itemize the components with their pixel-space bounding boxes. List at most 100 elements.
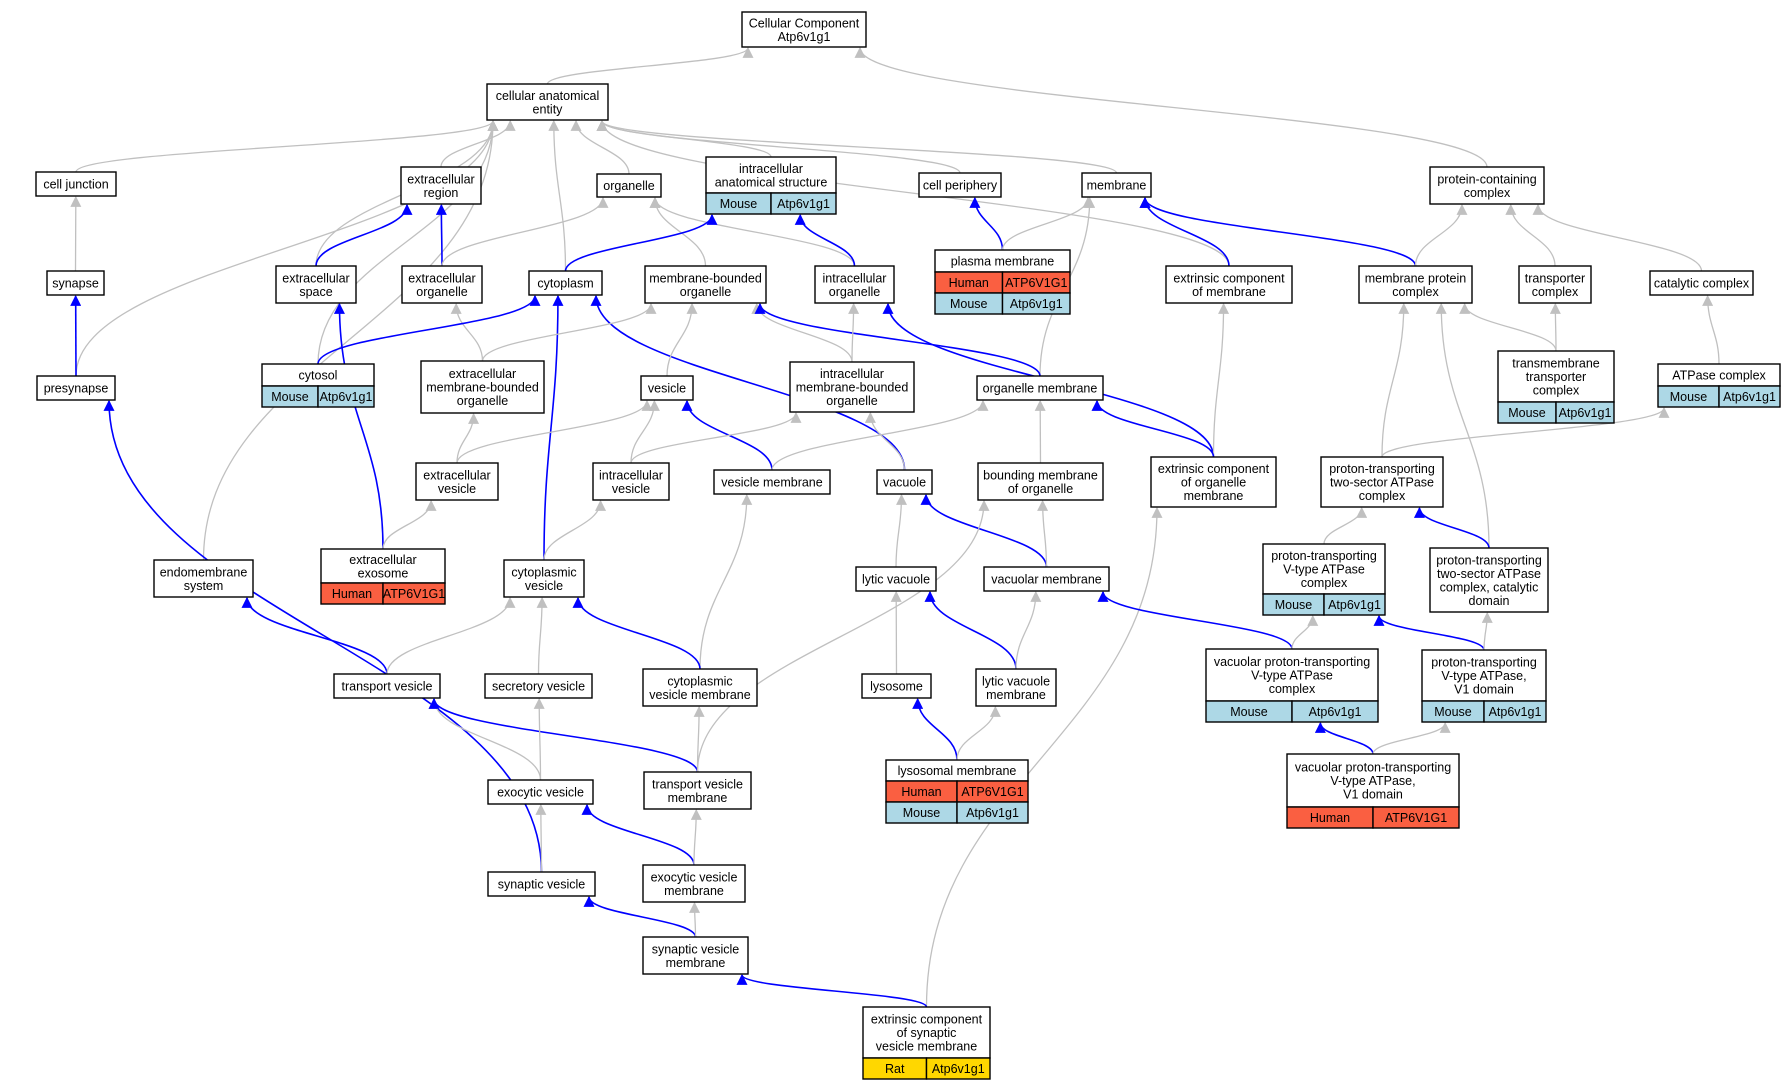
edge-transporter-to-pcc <box>1505 203 1556 267</box>
go-term-node-celljunction[interactable]: cell junction <box>35 171 117 197</box>
node-label-line: exosome <box>358 566 409 580</box>
go-term-node-catalytic[interactable]: catalytic complex <box>1649 270 1754 296</box>
node-label-line: vesicle membrane <box>721 476 822 490</box>
go-term-node-transvesicle[interactable]: transport vesicle <box>333 673 441 699</box>
gene-cell <box>770 192 837 215</box>
node-label-line: membrane-bounded <box>426 381 539 395</box>
go-term-node-orgmem[interactable]: organelle membrane <box>976 375 1104 401</box>
go-term-node-cytoplasm[interactable]: cytoplasm <box>528 270 603 296</box>
edge-synvesicle-to-exocvesicle <box>535 803 547 873</box>
node-label-line: cytoplasmic <box>667 674 732 688</box>
edge-cytovesicle-to-intvesicle <box>543 499 607 561</box>
go-term-node-cellperiph[interactable]: cell periphery <box>918 172 1002 198</box>
node-box <box>789 361 915 413</box>
node-label-line: vesicle membrane <box>876 1040 977 1054</box>
node-box <box>644 265 767 304</box>
edge-celljunction-to-cae <box>75 119 499 173</box>
go-term-node-exocvesicle[interactable]: exocytic vesicle <box>487 779 594 805</box>
edge-cytovesmem-to-vesmem <box>699 493 753 670</box>
node-label-line: of membrane <box>1192 285 1266 299</box>
species-label: Mouse <box>903 806 941 820</box>
go-term-node-vacmem[interactable]: vacuolar membrane <box>983 566 1110 592</box>
gene-cell <box>1483 700 1547 723</box>
edge-exocvesicle-to-secvesicle <box>533 697 545 781</box>
edge-exspace-to-exregion <box>315 203 413 267</box>
edge-pt2s-to-atpase <box>1381 406 1670 458</box>
edge-lyticvacmem-to-vacmem <box>1015 590 1042 670</box>
go-term-node-secvesicle[interactable]: secretory vesicle <box>484 673 593 699</box>
go-term-node-membrane[interactable]: membrane <box>1081 172 1152 198</box>
go-term-node-lysosome[interactable]: lysosome <box>861 673 932 699</box>
node-box <box>401 265 483 304</box>
go-term-node-synvesicle[interactable]: synaptic vesicle <box>487 871 596 897</box>
edge-pt2scat-to-pt2s <box>1413 506 1490 549</box>
node-label-line: proton-transporting <box>1329 462 1435 476</box>
edge-lyticvac-to-vacuole <box>895 493 908 568</box>
node-label-line: organelle <box>680 285 731 299</box>
go-term-node-vesmem[interactable]: vesicle membrane <box>713 469 831 495</box>
node-box <box>35 171 117 197</box>
go-term-node-organelle[interactable]: organelle <box>596 173 662 198</box>
edge-vacptvv1-to-vacptv <box>1314 721 1374 755</box>
species-label: Mouse <box>1230 705 1268 719</box>
edge-synvesmem-to-exocvesmem <box>689 901 701 938</box>
node-label-line: transporter <box>1526 370 1586 384</box>
go-term-node-vacuole[interactable]: vacuole <box>876 469 933 495</box>
go-term-node-vesicle[interactable]: vesicle <box>640 375 694 401</box>
gene-label: Atp6v1g1 <box>1309 705 1362 719</box>
go-term-node-synapse[interactable]: synapse <box>46 270 105 296</box>
node-label-line: vacuolar membrane <box>991 573 1102 587</box>
node-label-line: complex <box>1532 285 1579 299</box>
node-label-line: extracellular <box>408 271 475 285</box>
go-term-node-lyticvac[interactable]: lytic vacuole <box>855 566 937 592</box>
node-label-line: membrane <box>1087 179 1147 193</box>
go-term-node-presynapse[interactable]: presynapse <box>36 375 116 401</box>
node-box <box>1205 648 1379 702</box>
edge-vacptvv1-to-ptvv1 <box>1372 721 1451 755</box>
edge-cytosol-to-cae <box>317 119 499 365</box>
